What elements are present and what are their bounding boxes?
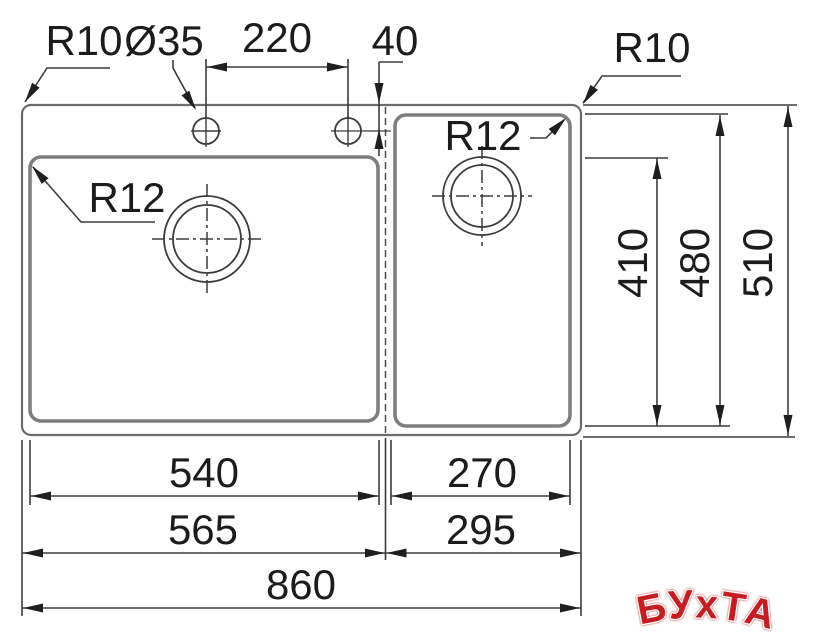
label-left-bowl-length: 410: [609, 228, 656, 298]
label-right-bowl-radius: R12: [444, 112, 521, 159]
label-tap-hole-diameter: Ø35: [124, 17, 203, 64]
watermark-text: БУхТА: [632, 581, 781, 639]
label-corner-radius-left: R10: [45, 17, 122, 64]
svg-text:БУхТА: БУхТА: [633, 582, 781, 638]
label-left-bowl-radius: R12: [88, 174, 165, 221]
left-bowl-outline: [28, 155, 380, 423]
bottom-extension-lines: [21, 438, 582, 616]
leader-r12-left: [32, 166, 155, 223]
label-right-bowl-length: 480: [671, 228, 718, 298]
tap-hole-left-crosshair: [191, 116, 221, 147]
label-right-bowl-width: 270: [447, 449, 517, 496]
label-corner-radius-right: R10: [613, 24, 690, 71]
label-overall-depth: 510: [734, 228, 781, 298]
label-left-bowl-width: 540: [169, 449, 239, 496]
dimension-arrowheads: [23, 62, 793, 613]
watermark-logo: БУхТА: [632, 581, 781, 639]
leader-r10-right: [582, 75, 681, 104]
left-drain-crosshair: [152, 184, 262, 294]
sink-rim-outline: [20, 103, 583, 437]
label-overall-width: 860: [266, 561, 336, 608]
label-tap-hole-spacing: 220: [242, 14, 312, 61]
dim-220-extension-lines: [205, 59, 349, 118]
leader-r10-left: [24, 67, 110, 103]
right-bowl-outline: [393, 113, 572, 428]
label-left-section-width: 565: [168, 506, 238, 553]
right-drain-crosshair: [432, 146, 532, 246]
label-right-section-width: 295: [446, 506, 516, 553]
label-tap-hole-offset: 40: [372, 17, 419, 64]
